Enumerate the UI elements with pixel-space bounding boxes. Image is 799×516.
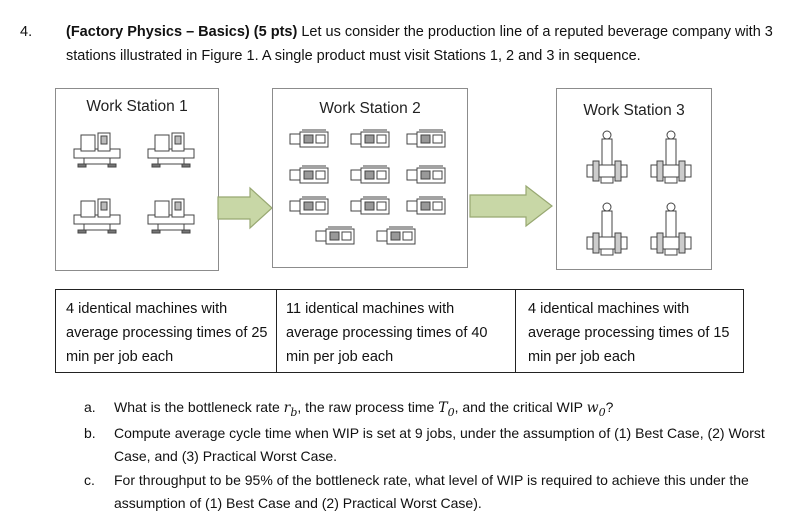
machine-icon [147,132,195,168]
work-station-3: Work Station 3 [556,88,712,270]
question-a-part1: What is the bottleneck rate [114,399,284,415]
machine-icon [376,226,416,245]
machine-icon [586,130,628,184]
question-a-part4: ? [605,399,614,415]
station-descriptions-table: 4 identical machines with average proces… [55,289,744,373]
bottleneck-rate-symbol: rb [283,400,298,419]
machine-icon [350,165,390,184]
work-station-1: Work Station 1 [55,88,219,271]
problem-intro-text: Let us consider the production line of a… [66,24,773,64]
flow-arrow-1 [217,186,273,230]
question-c-label: c. [84,472,95,488]
question-b-text: Compute average cycle time when WIP is s… [114,425,765,464]
rb-symbol: r [283,400,291,416]
w0-subscript: 0 [598,405,606,419]
work-station-1-machines [73,132,195,234]
flow-arrow-2 [469,184,553,228]
work-station-1-title: Work Station 1 [86,98,188,115]
rb-subscript: b [290,405,298,419]
machine-icon [406,196,446,215]
machine-icon [289,129,329,148]
machine-icon [586,202,628,256]
work-station-3-title: Work Station 3 [583,102,685,119]
work-station-3-machines [586,130,692,256]
station-2-description: 11 identical machines with average proce… [277,290,516,372]
machine-icon [147,198,195,234]
problem-statement: (Factory Physics – Basics) (5 pts) Let u… [66,20,778,68]
question-a-part3: , and the critical WIP [454,399,587,415]
machine-icon [650,202,692,256]
problem-title: (Factory Physics – Basics) (5 pts) [66,24,298,40]
w0-symbol: w [586,400,599,416]
question-a-label: a. [84,399,96,415]
problem-number: 4. [20,24,33,40]
work-station-2: Work Station 2 [272,88,468,268]
question-b-label: b. [84,425,96,441]
question-a-text: What is the bottleneck rate rb, the raw … [114,396,782,424]
machine-icon [289,196,329,215]
raw-process-time-symbol: T0 [438,400,455,419]
t0-subscript: 0 [447,405,455,419]
machine-icon [73,198,121,234]
machine-icon [406,129,446,148]
question-c-text: For throughput to be 95% of the bottlene… [114,472,749,511]
work-station-2-machines [289,129,446,245]
question-a-part2: , the raw process time [297,399,439,415]
machine-icon [350,196,390,215]
station-3-description: 4 identical machines with average proces… [528,301,730,365]
machine-icon [289,165,329,184]
station-1-description: 4 identical machines with average proces… [56,290,277,372]
machine-icon [315,226,355,245]
work-station-2-title: Work Station 2 [319,100,421,117]
machine-icon [350,129,390,148]
machine-icon [73,132,121,168]
critical-wip-symbol: w0 [586,400,606,419]
machine-icon [406,165,446,184]
t0-symbol: T [438,400,448,416]
machine-icon [650,130,692,184]
